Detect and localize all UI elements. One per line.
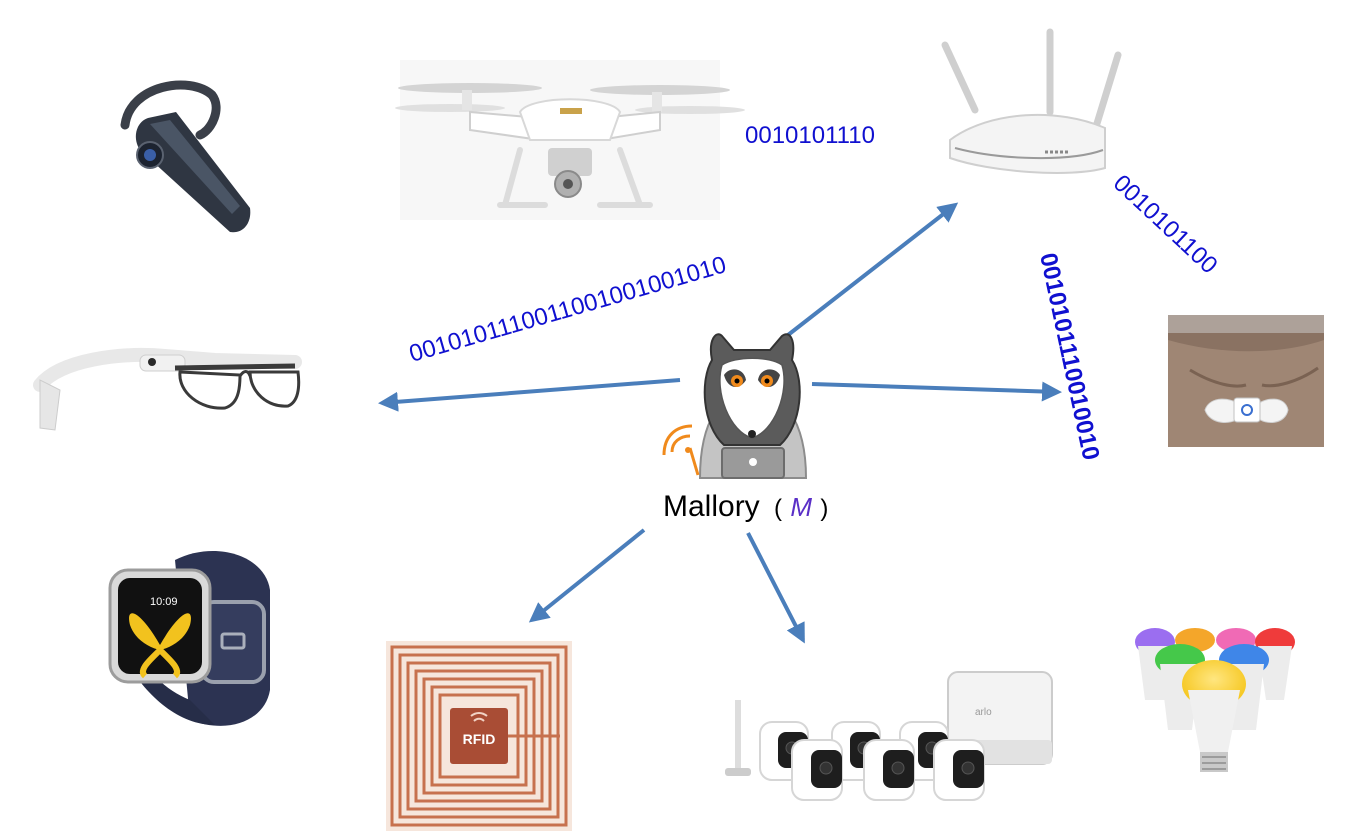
attacker-symbol-open: ( [774, 495, 782, 522]
bluetooth-headset-icon [120, 80, 251, 233]
attacker-label: Mallory ( M ) [663, 490, 828, 523]
watch-time: 10:09 [150, 596, 178, 608]
signal-icon [662, 424, 700, 476]
wifi-router-icon [941, 28, 1122, 174]
arrow-to-cameras [746, 532, 805, 644]
attacker-symbol: M [790, 492, 812, 522]
arrow-to-patch [811, 381, 1062, 402]
camera-unit-icon [863, 739, 915, 801]
attacker-symbol-close: ) [820, 495, 828, 522]
bitstream-to-patch: 0010101110010010 [1034, 251, 1104, 463]
bitstream-to-router: 0010101110 [745, 122, 875, 149]
bulb-icon [1182, 660, 1246, 772]
camera-base-brand: arlo [975, 707, 992, 718]
wearable-patch-icon [1168, 315, 1324, 447]
bitstream-router-to-patch: 0010101100 [1108, 170, 1223, 280]
bitstream-to-glasses: 0010101110011001001001010 [406, 251, 729, 367]
smart-glasses-icon [33, 348, 302, 431]
security-camera-kit-icon: arlo [725, 671, 1053, 801]
arrow-to-rfid [528, 528, 646, 623]
camera-unit-icon [933, 739, 985, 801]
arrow-to-glasses [378, 378, 681, 412]
attack-arrows [378, 202, 1062, 644]
attacker-avatar-icon [698, 333, 808, 479]
camera-unit-icon [791, 739, 843, 801]
arrow-to-router [786, 202, 959, 337]
rfid-label: RFID [463, 731, 496, 747]
attacker-name: Mallory [663, 490, 760, 523]
smart-watch-icon: 10:09 [108, 551, 270, 726]
smart-bulbs-icon [1135, 628, 1295, 772]
drone-icon [395, 60, 745, 220]
rfid-tag-icon: RFID [386, 641, 572, 831]
